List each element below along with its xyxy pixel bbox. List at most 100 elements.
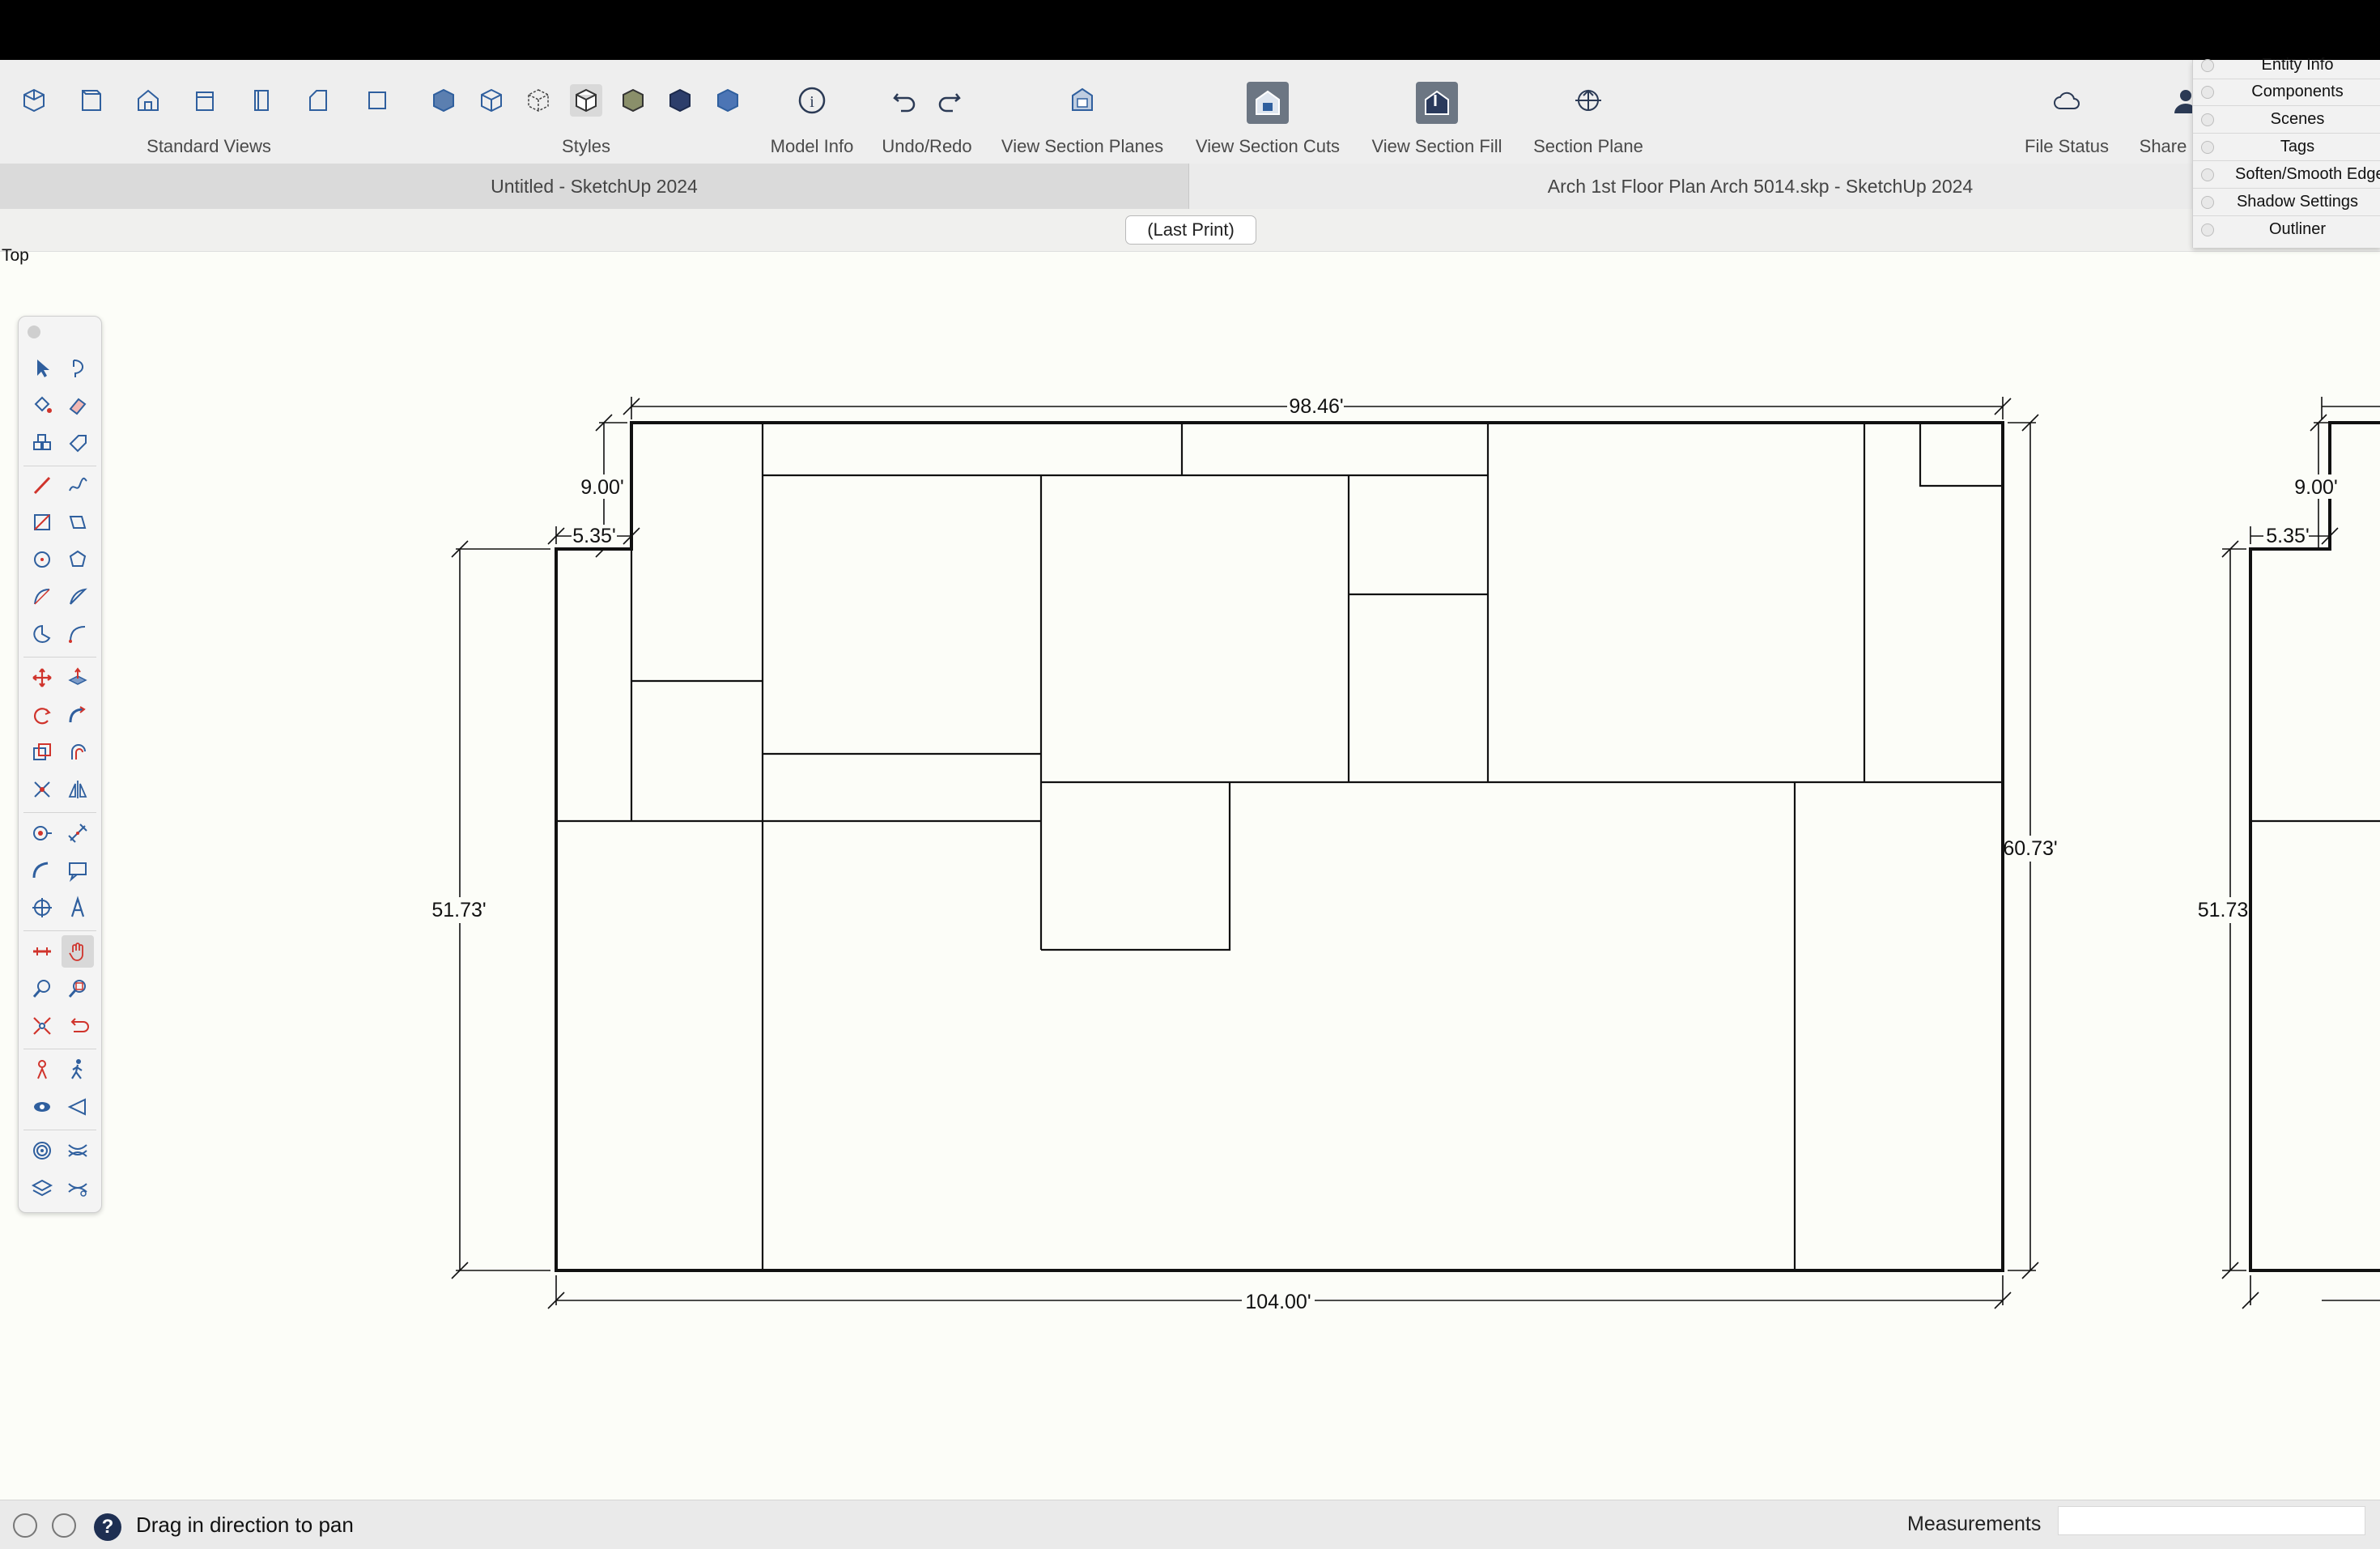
instructor-help-icon[interactable]: ? [94,1513,121,1541]
measurements-label: Measurements [1907,1513,2042,1535]
xray-style-icon[interactable] [427,84,460,117]
top-view-icon[interactable] [74,84,107,117]
position-camera-icon[interactable] [26,1053,58,1086]
back-edges-style-icon[interactable] [475,84,508,117]
section-planes-icon[interactable] [1066,84,1099,117]
dim-copy-notch-height: 9.00' [2294,476,2337,499]
sandbox-from-contours-icon[interactable] [26,1134,58,1167]
tray-tags[interactable]: Tags [2193,134,2380,161]
panel-toggle-icon[interactable] [2201,113,2214,126]
redo-icon[interactable] [933,84,966,117]
zoom-extents-icon[interactable] [26,1010,58,1042]
scale-tool-icon[interactable] [26,736,58,768]
front-view-icon[interactable] [132,84,164,117]
section-plane-tool-icon[interactable] [26,935,58,968]
dim-copy-notch-width: 5.35' [2266,525,2309,547]
tape-measure-icon[interactable] [26,817,58,849]
move-tool-icon[interactable] [26,662,58,694]
tray-entity-info[interactable]: Entity Info [2193,52,2380,79]
section-cuts-icon[interactable] [1247,82,1289,124]
default-tray: Entity Info Components Scenes Tags Softe… [2192,56,2380,248]
make-component-icon[interactable] [26,427,58,459]
panel-toggle-icon[interactable] [2201,223,2214,236]
push-pull-icon[interactable] [62,662,94,694]
tray-shadow-settings[interactable]: Shadow Settings [2193,189,2380,216]
zoom-tool-icon[interactable] [26,972,58,1005]
hidden-line-style-icon[interactable] [570,84,602,117]
tab-untitled[interactable]: Untitled - SketchUp 2024 [0,164,1189,209]
shaded-style-icon[interactable] [617,84,649,117]
panel-toggle-icon[interactable] [2201,196,2214,209]
undo-icon[interactable] [888,84,920,117]
advanced-camera-icon[interactable] [62,1091,94,1123]
shaded-textures-style-icon[interactable] [664,84,696,117]
pie-tool-icon[interactable] [26,618,58,650]
two-point-arc-icon[interactable] [62,581,94,613]
dim-right-height: 60.73' [2003,837,2057,860]
panel-toggle-icon[interactable] [2201,86,2214,99]
walk-tool-icon[interactable] [62,1053,94,1086]
section-fill-icon[interactable] [1416,82,1458,124]
previous-view-icon[interactable] [62,1010,94,1042]
axes-tool-icon[interactable] [26,892,58,924]
follow-me-icon[interactable] [62,699,94,731]
lasso-tool-icon[interactable] [62,351,94,384]
tray-scenes[interactable]: Scenes [2193,106,2380,134]
smoove-icon[interactable] [26,1172,58,1204]
rotate-tool-icon[interactable] [26,699,58,731]
palette-close-icon[interactable] [28,326,40,338]
line-tool-icon[interactable] [26,469,58,501]
tray-soften-smooth-edges[interactable]: Soften/Smooth Edges [2193,161,2380,189]
zoom-window-icon[interactable] [62,972,94,1005]
cloud-icon[interactable] [2051,84,2083,117]
rotated-rectangle-icon[interactable] [62,506,94,538]
3d-text-icon[interactable] [62,892,94,924]
dimension-tool-icon[interactable] [62,817,94,849]
offset-tool-icon[interactable] [62,736,94,768]
right-view-icon[interactable] [189,84,221,117]
arc-tool-icon[interactable] [26,581,58,613]
measurements-input[interactable] [2058,1506,2365,1535]
last-print-scene-button[interactable]: (Last Print) [1125,215,1256,245]
text-tool-icon[interactable] [62,854,94,887]
eraser-icon[interactable] [62,389,94,421]
three-point-arc-icon[interactable] [62,618,94,650]
monochrome-style-icon[interactable] [712,84,744,117]
flip-tool-icon[interactable] [26,773,58,806]
left-view-icon[interactable] [302,84,334,117]
bottom-view-icon[interactable] [361,84,393,117]
iso-view-icon[interactable] [18,84,50,117]
mirror-tool-icon[interactable] [62,773,94,806]
back-view-icon[interactable] [245,84,278,117]
panel-toggle-icon[interactable] [2201,59,2214,72]
paint-bucket-icon[interactable] [26,389,58,421]
dim-notch-width: 5.35' [572,525,615,547]
share-user-icon[interactable] [2170,84,2202,117]
section-plane-icon[interactable] [1572,84,1604,117]
main-toolbar: Standard Views Styles i Model Info Undo/… [0,60,2380,164]
info-icon[interactable]: i [796,84,828,117]
credits-icon[interactable] [52,1513,76,1538]
protractor-icon[interactable] [26,854,58,887]
drawing-canvas[interactable]: 98.46' 104.00' 51.73' 60.73' 9.00' 5.35'… [0,251,2380,1500]
tab-arch-floor-plan[interactable]: Arch 1st Floor Plan Arch 5014.skp - Sket… [1189,164,2331,209]
tray-components[interactable]: Components [2193,79,2380,106]
tag-tool-icon[interactable] [62,427,94,459]
geo-location-icon[interactable] [13,1513,37,1538]
wireframe-style-icon[interactable] [522,84,555,117]
menu-bar [0,0,2380,60]
polygon-tool-icon[interactable] [62,543,94,576]
pan-tool-icon[interactable] [62,935,94,968]
look-around-icon[interactable] [26,1091,58,1123]
freehand-tool-icon[interactable] [62,469,94,501]
stamp-icon[interactable] [62,1172,94,1204]
sandbox-from-scratch-icon[interactable] [62,1134,94,1167]
document-tabs: Untitled - SketchUp 2024 Arch 1st Floor … [0,164,2380,210]
circle-tool-icon[interactable] [26,543,58,576]
panel-toggle-icon[interactable] [2201,168,2214,181]
rectangle-tool-icon[interactable] [26,506,58,538]
tray-outliner[interactable]: Outliner [2193,216,2380,243]
select-tool-icon[interactable] [26,351,58,384]
view-section-fill-label: View Section Fill [1371,136,1502,156]
panel-toggle-icon[interactable] [2201,141,2214,154]
